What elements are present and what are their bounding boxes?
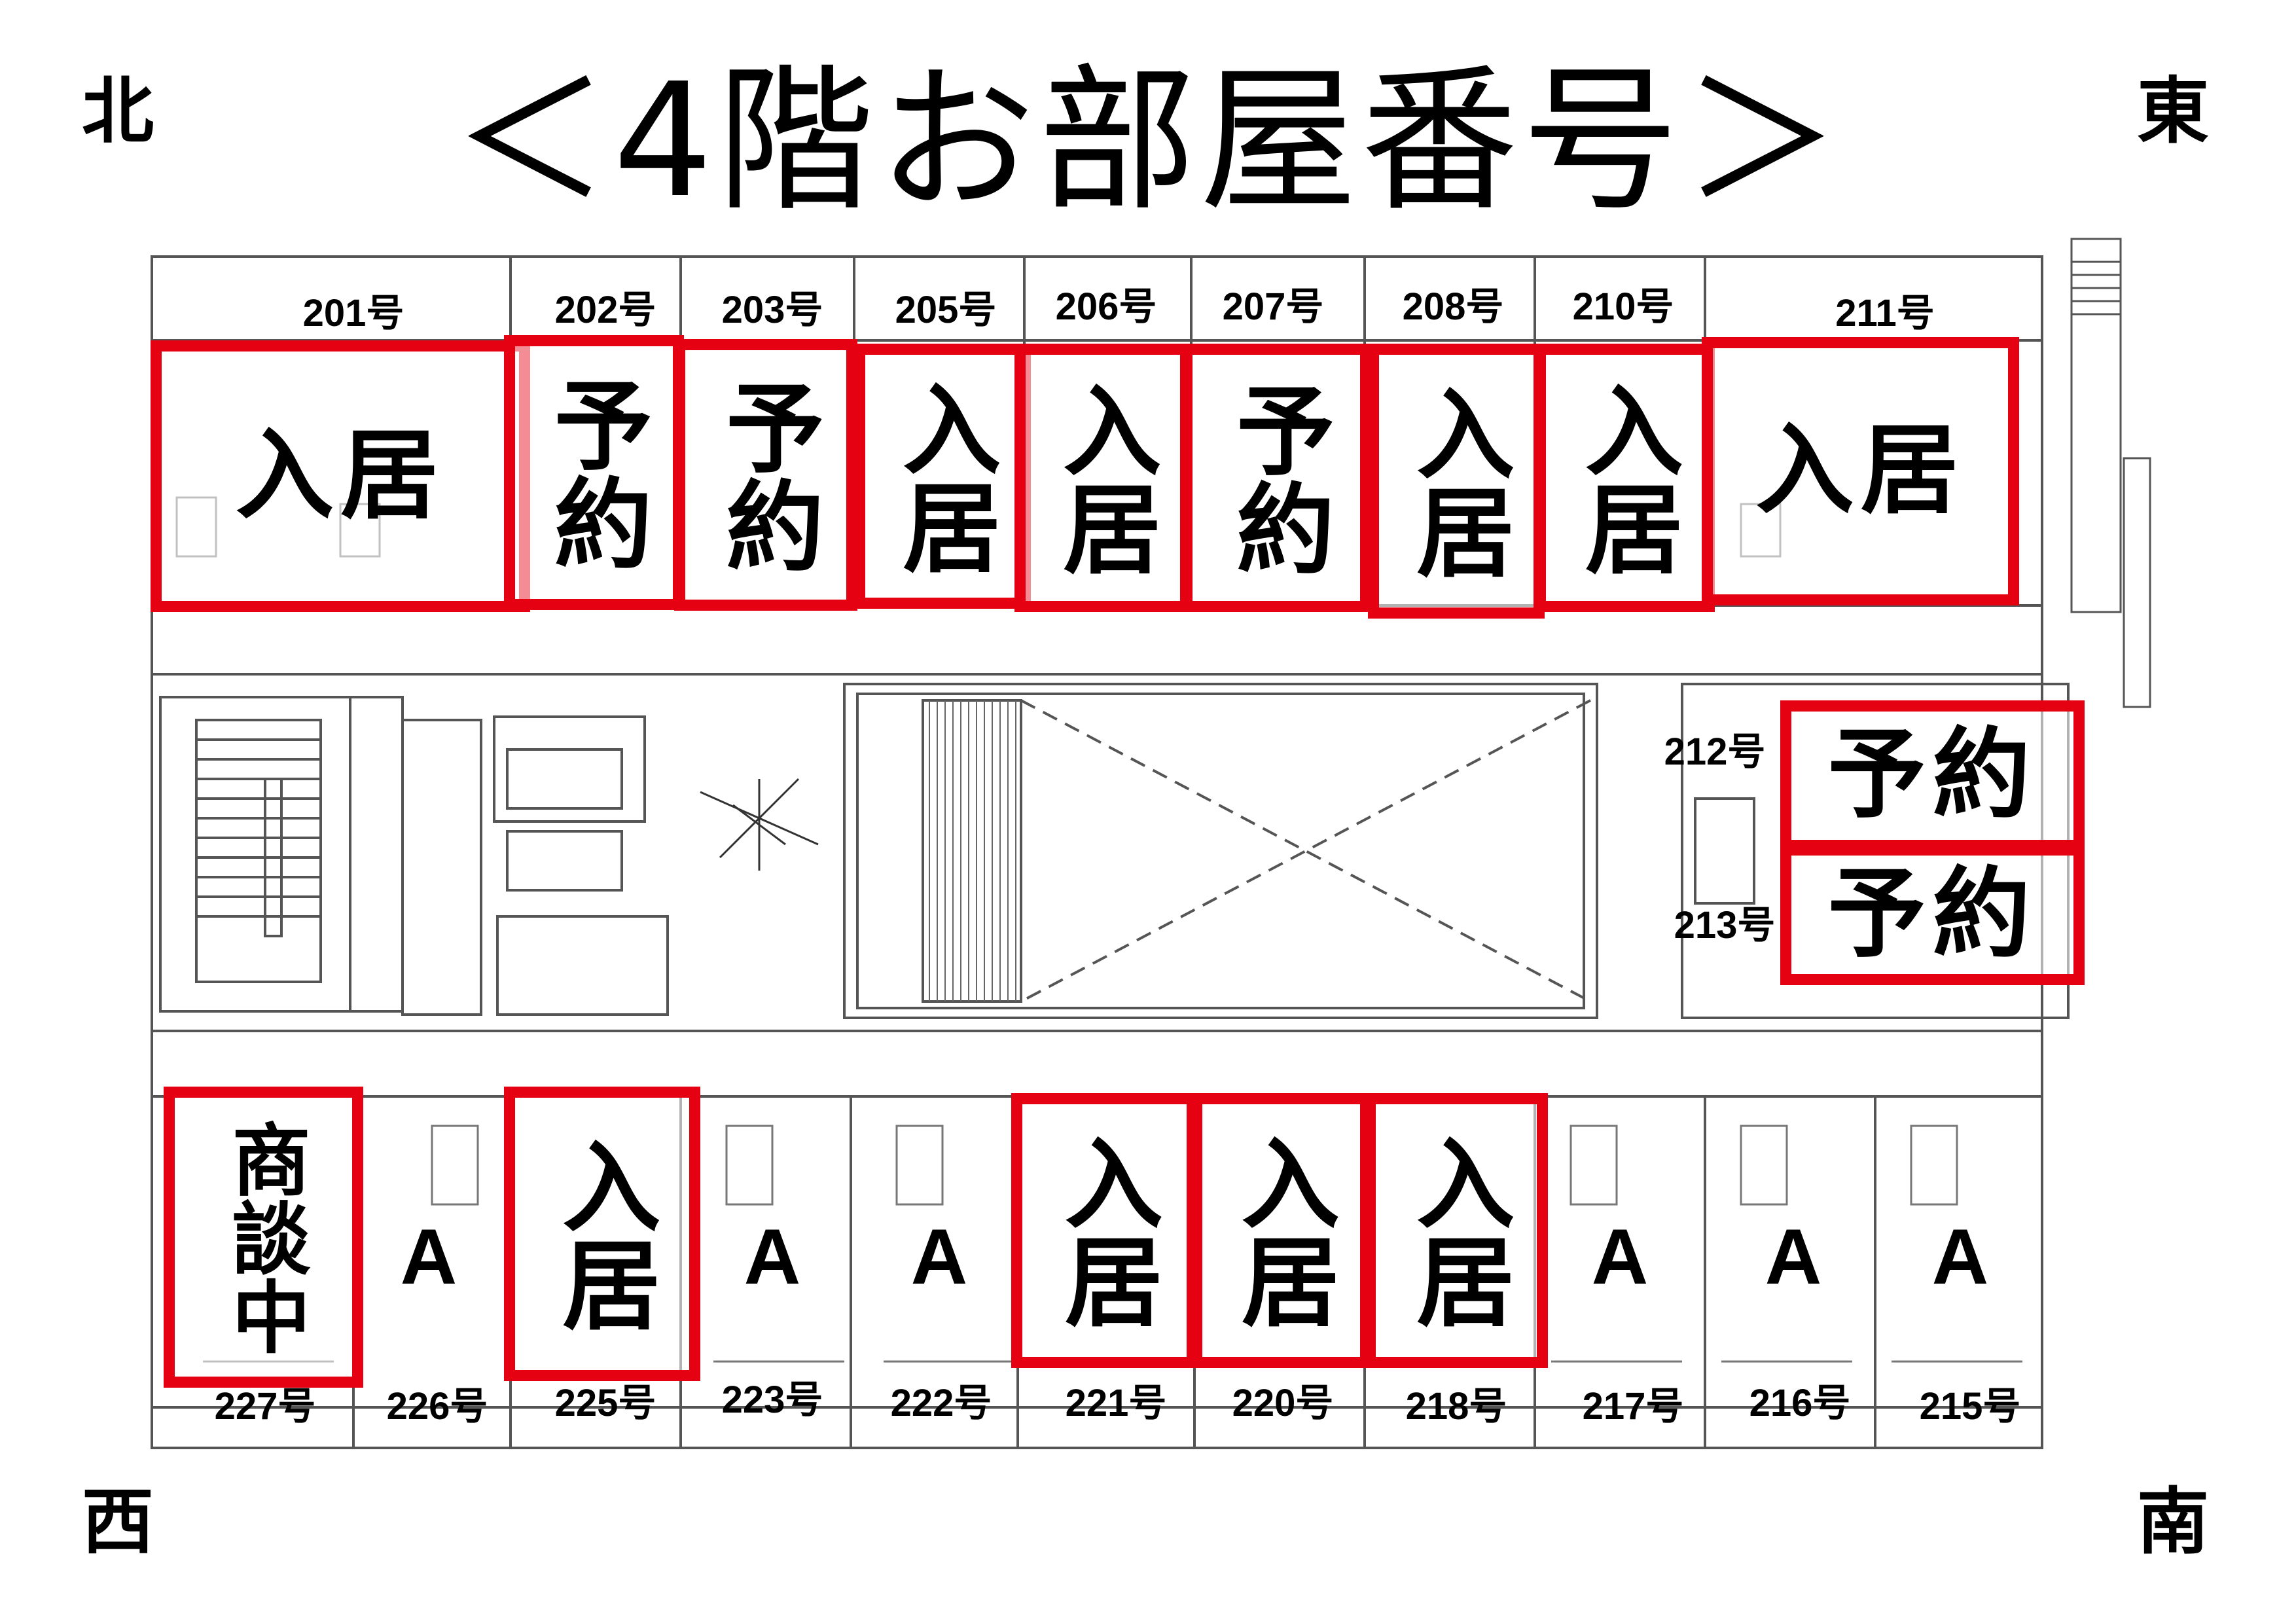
room-status-212: 予約	[1780, 700, 2085, 851]
room-number-203: 203号	[721, 289, 823, 331]
room-number-210: 210号	[1572, 285, 1674, 328]
room-status-216: A	[1765, 1213, 1822, 1301]
direction-north: 北	[82, 69, 154, 153]
room-status-221: 入居	[1011, 1093, 1198, 1368]
direction-east: 東	[2137, 69, 2209, 153]
room-status-202: 予約	[504, 335, 684, 610]
room-status-220: 入居	[1191, 1093, 1371, 1368]
room-status-208: 入居	[1368, 344, 1545, 619]
room-status-218: 入居	[1365, 1093, 1548, 1368]
room-number-216: 216号	[1749, 1382, 1851, 1424]
room-number-215: 215号	[1919, 1385, 2021, 1428]
room-number-211: 211号	[1835, 292, 1935, 334]
room-status-217: A	[1591, 1213, 1649, 1301]
direction-south: 南	[2137, 1480, 2209, 1564]
room-number-212: 212号	[1664, 731, 1766, 773]
room-number-202: 202号	[554, 289, 656, 331]
room-status-211: 入居	[1702, 337, 2019, 605]
room-status-223: A	[744, 1213, 801, 1301]
room-number-225: 225号	[554, 1382, 656, 1424]
direction-west: 西	[82, 1480, 154, 1564]
room-number-226: 226号	[386, 1385, 488, 1428]
room-number-218: 218号	[1405, 1385, 1507, 1428]
room-status-225: 入居	[504, 1087, 700, 1381]
room-status-227: 商談中	[164, 1087, 363, 1388]
page-title: ＜4階お部屋番号＞	[452, 49, 1844, 232]
room-status-206: 入居	[1014, 344, 1191, 612]
room-number-208: 208号	[1402, 285, 1504, 328]
room-number-206: 206号	[1055, 285, 1157, 328]
room-number-201: 201号	[302, 292, 404, 334]
room-number-207: 207号	[1222, 285, 1324, 328]
room-number-221: 221号	[1065, 1382, 1167, 1424]
room-number-217: 217号	[1582, 1385, 1684, 1428]
room-number-213: 213号	[1674, 904, 1776, 947]
room-status-203: 予約	[674, 339, 857, 611]
room-number-227: 227号	[214, 1385, 316, 1428]
room-status-207: 予約	[1181, 344, 1371, 612]
room-status-210: 入居	[1535, 344, 1715, 612]
room-status-201: 入居	[151, 340, 530, 612]
room-status-215: A	[1931, 1213, 1989, 1301]
room-number-222: 222号	[890, 1382, 992, 1424]
room-status-226: A	[400, 1213, 457, 1301]
room-status-213: 予約	[1780, 844, 2085, 985]
room-number-220: 220号	[1232, 1382, 1334, 1424]
room-status-205: 入居	[854, 344, 1031, 609]
room-status-222: A	[910, 1213, 968, 1301]
room-number-205: 205号	[895, 289, 997, 331]
room-number-223: 223号	[721, 1379, 823, 1421]
